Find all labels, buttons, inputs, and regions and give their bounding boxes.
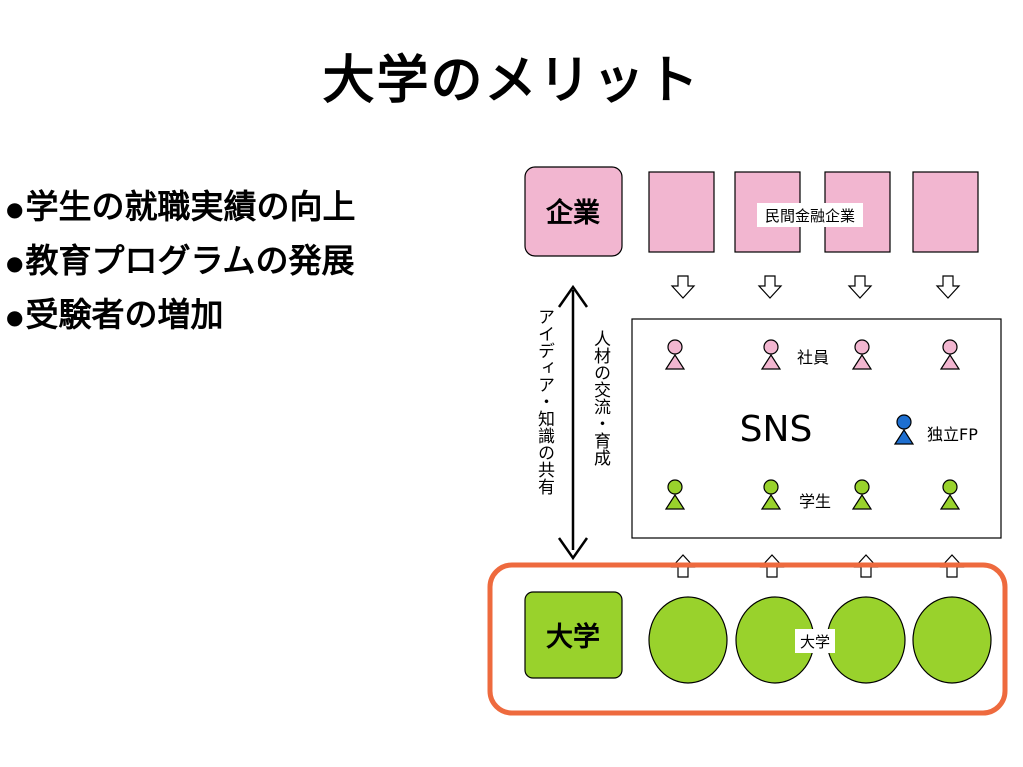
university-circle xyxy=(648,596,728,684)
financial-companies-label-bg xyxy=(757,203,863,227)
universities-label-bg xyxy=(795,629,835,653)
bullet-dot-icon: ● xyxy=(6,196,24,221)
sns-box xyxy=(631,318,1002,539)
company-box xyxy=(524,166,623,257)
financial-companies-label: 民間金融企業 xyxy=(765,207,855,225)
bullet-text: 受験者の増加 xyxy=(25,295,224,334)
bullet-item: ●受験者の増加 xyxy=(6,288,355,342)
sns-label: SNS xyxy=(740,409,813,450)
bullet-dot-icon: ● xyxy=(6,250,24,275)
university-frame xyxy=(487,562,1008,716)
bullet-dot-icon: ● xyxy=(6,304,24,329)
bullet-list: ●学生の就職実績の向上 ●教育プログラムの発展 ●受験者の増加 xyxy=(6,180,355,342)
arrow-up-head-icon xyxy=(557,284,589,308)
universities-label: 大学 xyxy=(800,633,830,651)
university-box-label: 大学 xyxy=(546,621,600,653)
down-arrow-icon xyxy=(758,275,782,299)
university-circle xyxy=(912,596,992,684)
university-box xyxy=(524,591,623,679)
employee-label: 社員 xyxy=(797,348,829,367)
bullet-text: 教育プログラムの発展 xyxy=(25,241,355,280)
talent-exchange-text: 人材の交流・育成 xyxy=(590,330,611,466)
bullet-item: ●学生の就職実績の向上 xyxy=(6,180,355,234)
university-circle xyxy=(826,596,906,684)
company-box-label: 企業 xyxy=(546,197,600,229)
bullet-text: 学生の就職実績の向上 xyxy=(25,187,356,226)
knowledge-sharing-text: アイディア・知識の共有 xyxy=(534,308,555,496)
independent-fp-label: 独立FP xyxy=(927,425,978,444)
down-arrow-icon xyxy=(671,275,695,299)
slide-title: 大学のメリット xyxy=(322,51,701,111)
bullet-item: ●教育プログラムの発展 xyxy=(6,234,355,288)
financial-company-box xyxy=(912,171,979,253)
down-arrow-icon xyxy=(848,275,872,299)
student-label: 学生 xyxy=(799,492,831,511)
arrow-down-head-icon xyxy=(557,537,589,561)
financial-company-box xyxy=(648,171,715,253)
down-arrow-icon xyxy=(936,275,960,299)
